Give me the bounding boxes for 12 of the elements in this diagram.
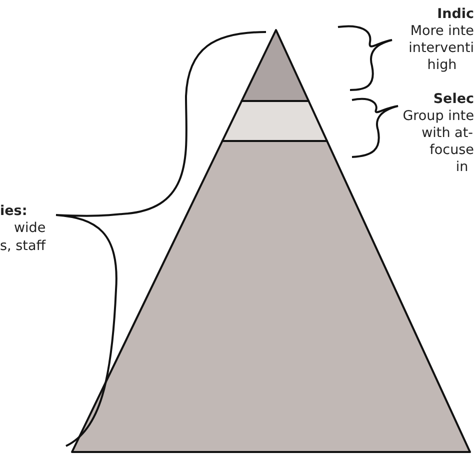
tier-description: More inte: [410, 25, 474, 38]
tier-description: high: [427, 59, 457, 72]
tier-description: focuse: [430, 144, 474, 158]
tier-description: s, staff: [0, 240, 46, 254]
tier-description: with at-: [422, 127, 473, 140]
tier-description: interventi: [408, 42, 474, 56]
tier-description: wide: [14, 222, 46, 236]
tier-description: in: [456, 161, 468, 174]
tier-heading: Selec: [433, 93, 474, 106]
tier-heading: ies:: [0, 205, 28, 218]
tier-heading: Indic: [437, 8, 474, 22]
tier-description: Group inte: [402, 110, 474, 124]
